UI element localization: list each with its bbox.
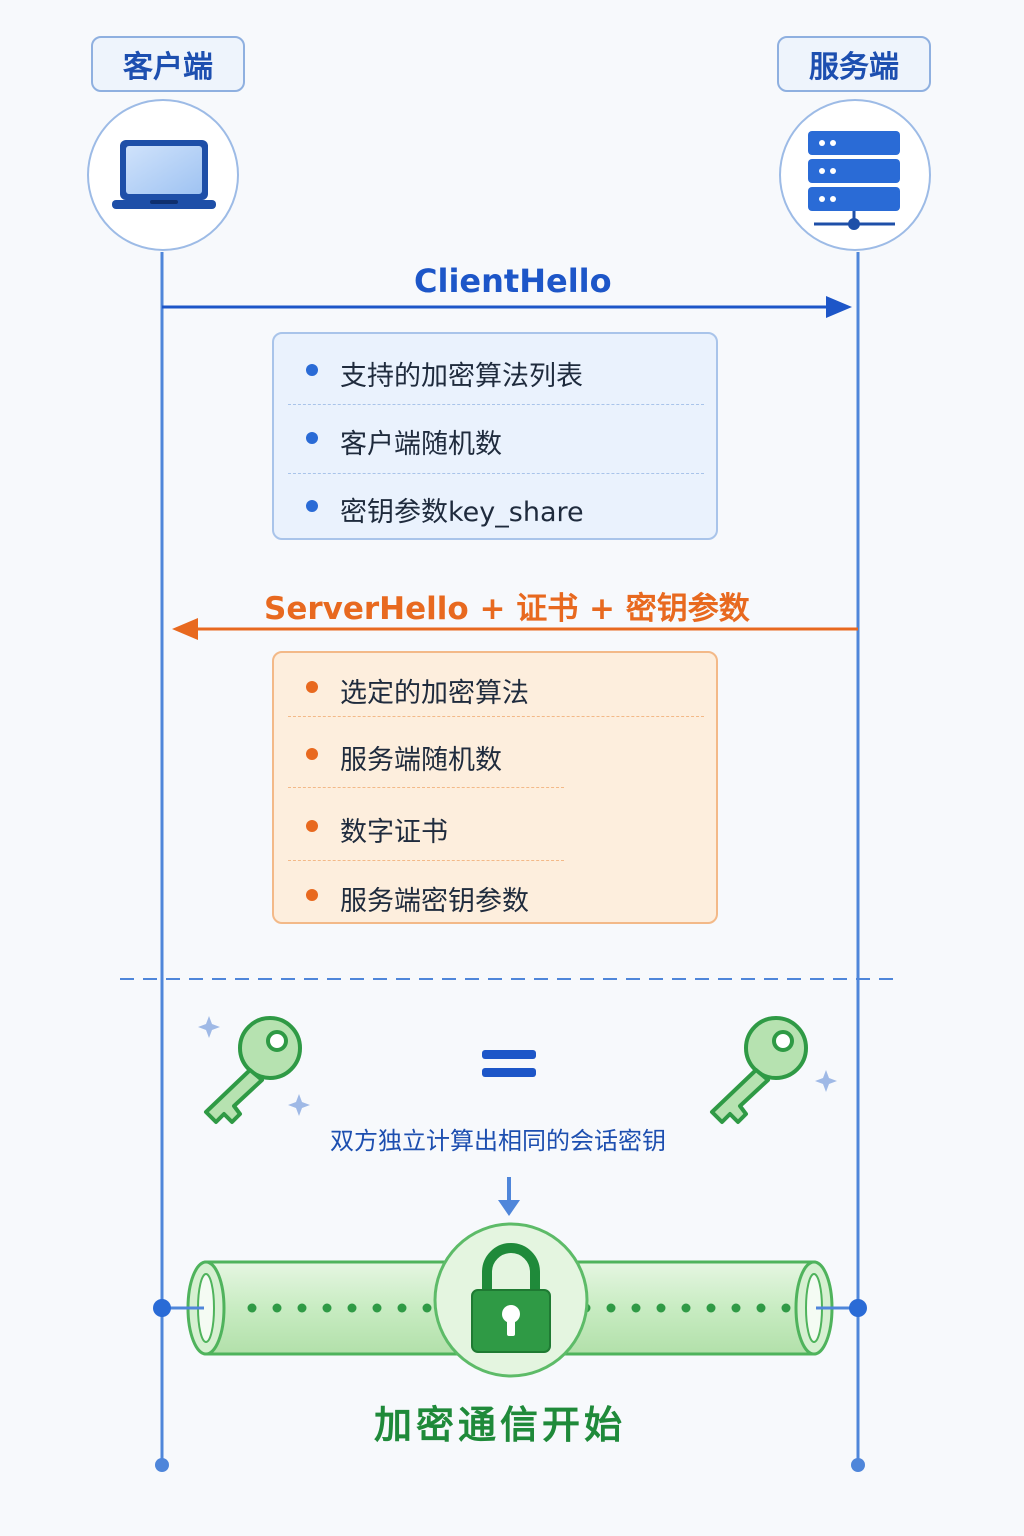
client-label: 客户端 (91, 36, 245, 92)
bullet-icon (306, 500, 318, 512)
client-hello-item: 客户端随机数 (340, 429, 502, 460)
key-icon (204, 1016, 302, 1124)
bullet-icon (306, 748, 318, 760)
bullet-icon (306, 681, 318, 693)
card-divider (288, 787, 564, 788)
server-icon (779, 99, 931, 251)
final-label: 加密通信开始 (374, 1403, 627, 1447)
client-hello-item: 密钥参数key_share (340, 497, 584, 528)
card-divider (288, 716, 704, 717)
bullet-icon (306, 889, 318, 901)
server-hello-item: 服务端密钥参数 (340, 886, 529, 917)
lock-icon (433, 1222, 589, 1378)
server-hello-title: ServerHello + 证书 + 密钥参数 (264, 591, 750, 627)
client-hello-card: 支持的加密算法列表 客户端随机数 密钥参数key_share (272, 332, 718, 540)
server-lifeline-end (851, 1458, 865, 1472)
client-label-text: 客户端 (123, 50, 213, 85)
arrow-down-icon (498, 1177, 520, 1216)
server-label-text: 服务端 (809, 50, 899, 85)
bullet-icon (306, 820, 318, 832)
client-hello-item: 支持的加密算法列表 (340, 361, 583, 392)
key-agreement-caption: 双方独立计算出相同的会话密钥 (330, 1127, 666, 1155)
server-hello-item: 数字证书 (340, 817, 448, 848)
server-hello-arrowhead (172, 618, 198, 640)
key-icon (710, 1016, 808, 1124)
client-hello-arrowhead (826, 296, 852, 318)
bullet-icon (306, 364, 318, 376)
equals-sign (482, 1050, 536, 1077)
client-hello-title: ClientHello (414, 262, 612, 300)
card-divider (288, 860, 564, 861)
bullet-icon (306, 432, 318, 444)
client-lifeline-end (155, 1458, 169, 1472)
server-label: 服务端 (777, 36, 931, 92)
sparkle-icon (198, 1016, 837, 1116)
server-hello-item: 服务端随机数 (340, 745, 502, 776)
server-hello-card: 选定的加密算法 服务端随机数 数字证书 服务端密钥参数 (272, 651, 718, 924)
laptop-icon (87, 99, 239, 251)
server-hello-item: 选定的加密算法 (340, 678, 529, 709)
card-divider (288, 404, 704, 405)
card-divider (288, 473, 704, 474)
